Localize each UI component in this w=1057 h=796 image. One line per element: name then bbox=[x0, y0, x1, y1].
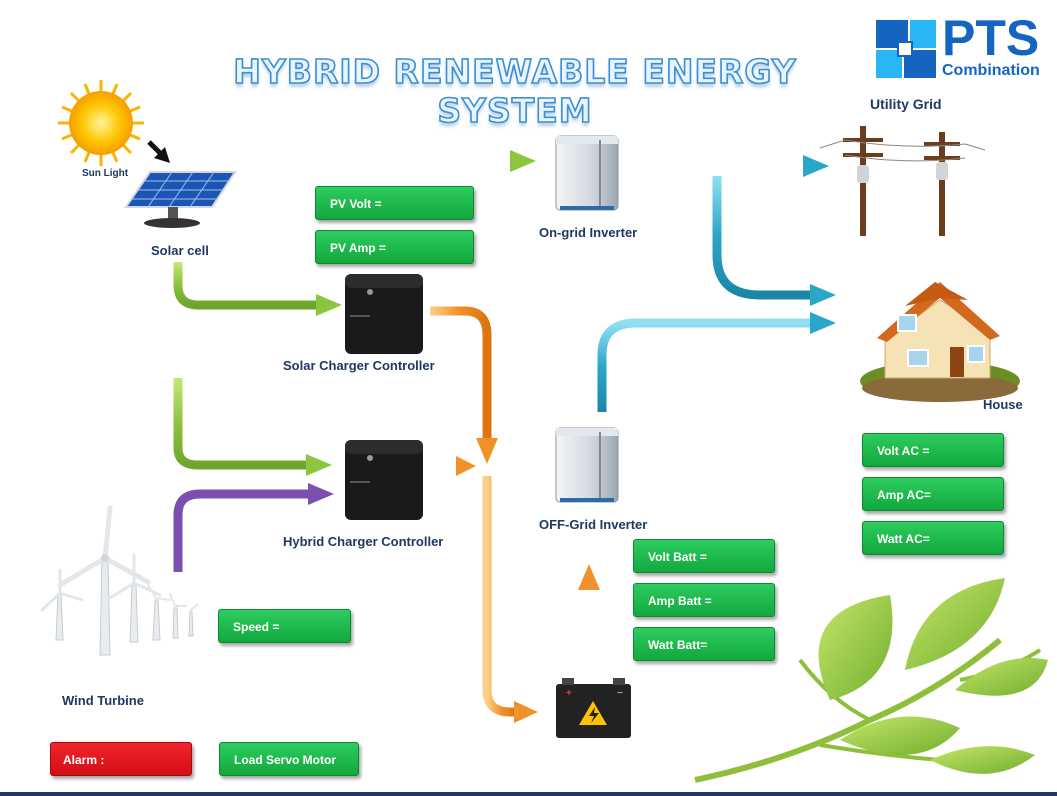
volt-ac-readout: Volt AC = bbox=[862, 433, 1004, 467]
on-grid-inverter-icon bbox=[555, 135, 619, 211]
flow-battery-to-offgrid-arrow bbox=[578, 564, 600, 668]
diagram-title: HYBRID RENEWABLE ENERGY SYSTEM bbox=[232, 51, 797, 131]
amp-ac-readout: Amp AC= bbox=[862, 477, 1004, 511]
house-icon bbox=[860, 282, 1020, 402]
solar-charger-label: Solar Charger Controller bbox=[283, 358, 435, 373]
amp-batt-readout: Amp Batt = bbox=[633, 583, 775, 617]
utility-pole-icon bbox=[819, 126, 986, 236]
wind-turbine-icon bbox=[40, 505, 199, 656]
flow-bus-to-battery-arrow bbox=[482, 476, 538, 723]
flow-charger-to-bus-arrow bbox=[430, 306, 498, 464]
svg-text:+: + bbox=[566, 688, 572, 699]
wind-turbine-label: Wind Turbine bbox=[62, 693, 144, 708]
flow-hybrid-to-bus-arrow bbox=[437, 456, 476, 476]
flow-ongrid-to-grid-arrow bbox=[650, 155, 829, 177]
alarm-indicator[interactable]: Alarm : bbox=[50, 742, 192, 776]
watt-ac-readout: Watt AC= bbox=[862, 521, 1004, 555]
solar-charger-controller-icon bbox=[345, 274, 423, 354]
flow-offgrid-to-house-arrow bbox=[597, 312, 836, 412]
off-grid-inverter-label: OFF-Grid Inverter bbox=[539, 517, 648, 532]
load-servo-motor-button[interactable]: Load Servo Motor bbox=[219, 742, 359, 776]
pv-amp-readout: PV Amp = bbox=[315, 230, 474, 264]
flow-solar-to-charger-arrow bbox=[173, 262, 342, 316]
sun-icon bbox=[58, 80, 144, 166]
flow-solar-to-hybrid-arrow bbox=[173, 378, 332, 476]
sun-light-label: Sun Light bbox=[82, 168, 129, 179]
on-grid-inverter-label: On-grid Inverter bbox=[539, 225, 638, 240]
leaves-decoration-icon bbox=[694, 578, 1048, 783]
battery-icon: + − bbox=[556, 678, 631, 738]
pts-logo-icon bbox=[876, 20, 936, 78]
pv-volt-readout: PV Volt = bbox=[315, 186, 474, 220]
footer-divider bbox=[0, 792, 1057, 796]
logo-subtitle: Combination bbox=[942, 62, 1040, 79]
hybrid-charger-controller-icon bbox=[345, 440, 423, 520]
flow-ongrid-to-house-arrow bbox=[712, 176, 836, 306]
watt-batt-readout: Watt Batt= bbox=[633, 627, 775, 661]
svg-text:−: − bbox=[617, 688, 623, 699]
logo-name: PTS bbox=[942, 10, 1040, 66]
off-grid-inverter-icon bbox=[555, 427, 619, 503]
sunlight-pointer-arrow-icon bbox=[147, 140, 170, 163]
utility-grid-label: Utility Grid bbox=[870, 96, 942, 112]
solar-cell-label: Solar cell bbox=[151, 243, 209, 258]
flow-wind-to-hybrid-arrow bbox=[173, 483, 334, 572]
solar-panel-icon bbox=[124, 171, 237, 228]
flow-solar-to-ongrid-arrow bbox=[245, 150, 536, 172]
house-label: House bbox=[983, 397, 1023, 412]
volt-batt-readout: Volt Batt = bbox=[633, 539, 775, 573]
speed-readout: Speed = bbox=[218, 609, 351, 643]
hybrid-charger-label: Hybrid Charger Controller bbox=[283, 534, 444, 549]
